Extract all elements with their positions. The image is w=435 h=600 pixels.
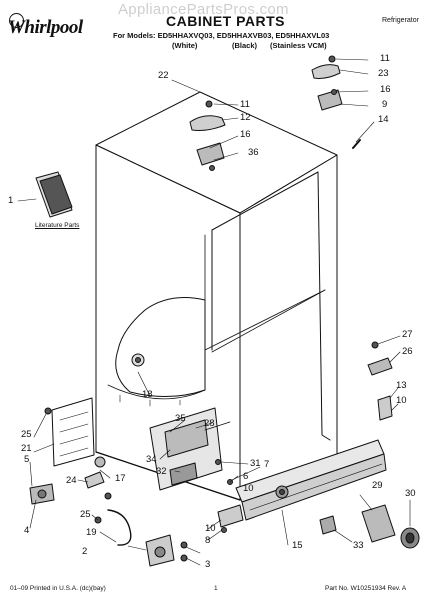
callout-17: 17 xyxy=(115,473,126,484)
callout-31: 31 xyxy=(250,458,261,469)
callout-26: 26 xyxy=(402,346,413,357)
brand-logo: Whirlpool xyxy=(8,17,83,38)
footer-part-number: Part No. W10251934 Rev. A xyxy=(325,585,407,592)
callout-12: 12 xyxy=(240,112,251,123)
callout-11-right: 11 xyxy=(380,53,390,64)
cabinet-shell xyxy=(95,91,338,501)
left-side-hardware xyxy=(29,397,188,567)
callout-1: 1 xyxy=(8,195,14,206)
callout-35: 35 xyxy=(175,413,186,424)
callout-29: 29 xyxy=(372,480,383,491)
appliance-category: Refrigerator xyxy=(382,17,419,24)
callout-14: 14 xyxy=(378,114,389,125)
watermark: AppliancePartsPros.com xyxy=(118,1,289,18)
callout-18: 18 xyxy=(142,389,153,400)
callout-28: 28 xyxy=(204,418,215,429)
right-side-hardware xyxy=(367,341,393,421)
cylinder-part xyxy=(361,504,420,549)
top-hinge-right xyxy=(311,55,361,149)
models-line: For Models: ED5HHAXVQ03, ED5HHAXVB03, ED… xyxy=(113,31,330,40)
footer-page-number: 1 xyxy=(214,585,218,592)
callout-10-right: 10 xyxy=(396,395,407,406)
callout-4: 4 xyxy=(24,525,30,536)
callout-23: 23 xyxy=(378,68,389,79)
callout-27: 27 xyxy=(402,329,413,340)
callout-5: 5 xyxy=(24,454,30,465)
model-color-white: (White) xyxy=(172,41,198,50)
callout-6: 6 xyxy=(243,471,249,482)
callout-33: 33 xyxy=(353,540,364,551)
brand-logo-ring xyxy=(9,13,24,28)
callout-3: 3 xyxy=(205,559,211,570)
toe-grille xyxy=(235,439,387,535)
callout-25-upper: 25 xyxy=(21,429,32,440)
callout-9: 9 xyxy=(382,99,388,110)
callout-10-mid: 10 xyxy=(243,483,254,494)
page-title: CABINET PARTS xyxy=(166,13,286,29)
callout-34: 34 xyxy=(146,454,157,465)
literature-parts-label: Literature Parts xyxy=(35,222,80,229)
callout-19: 19 xyxy=(86,527,97,538)
callout-25-lower: 25 xyxy=(80,509,91,520)
callout-32: 32 xyxy=(156,466,167,477)
callout-13: 13 xyxy=(396,380,407,391)
callout-2: 2 xyxy=(82,546,88,557)
model-color-stainless: (Stainless VCM) xyxy=(270,41,327,50)
leader-lines xyxy=(17,58,411,566)
callout-8: 8 xyxy=(205,535,211,546)
literature-booklet xyxy=(35,171,73,218)
callout-15: 15 xyxy=(292,540,303,551)
top-hinge-left xyxy=(189,100,226,171)
callout-11-center: 11 xyxy=(240,99,250,110)
model-color-black: (Black) xyxy=(232,41,258,50)
callout-36: 36 xyxy=(248,147,259,158)
callout-22: 22 xyxy=(158,70,169,81)
callout-30: 30 xyxy=(405,488,416,499)
callout-21: 21 xyxy=(21,443,32,454)
bracket-assembly xyxy=(149,407,244,533)
callout-10-lower: 10 xyxy=(205,523,216,534)
callout-16-right: 16 xyxy=(380,84,391,95)
callout-7: 7 xyxy=(264,459,270,470)
callout-16-center: 16 xyxy=(240,129,251,140)
callout-24: 24 xyxy=(66,475,77,486)
footer-print-info: 01–09 Printed in U.S.A. (dc)(bay) xyxy=(10,585,106,592)
